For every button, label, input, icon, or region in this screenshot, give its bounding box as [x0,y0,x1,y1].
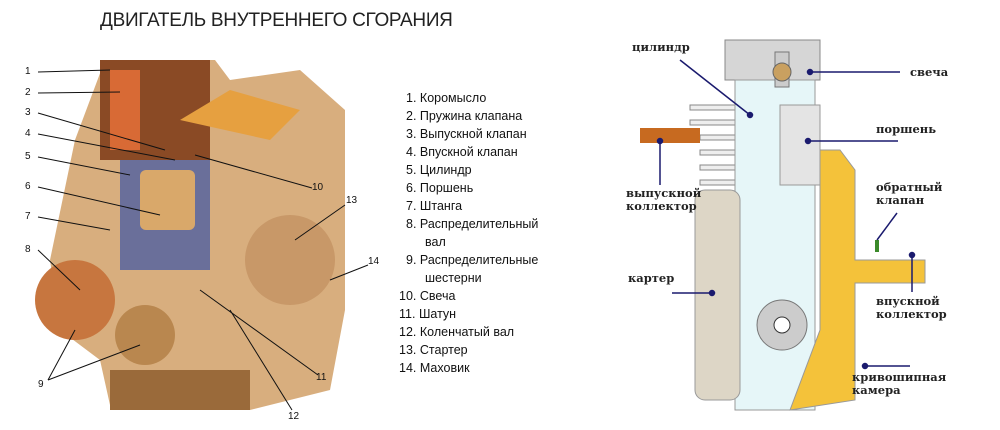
legend-item: 10. Свеча [399,289,456,303]
legend-item: 5. Цилиндр [406,163,472,177]
diagram-title: ДВИГАТЕЛЬ ВНУТРЕННЕГО СГОРАНИЯ [100,10,453,31]
legend-item: 7. Штанга [406,199,463,213]
callout-4: 4 [25,128,31,139]
label-cylinder: цилиндр [632,40,690,54]
legend-item: 12. Коленчатый вал [399,325,515,339]
leader-lines-left [37,69,369,411]
legend-item: 1. Коромысло [406,91,487,105]
legend-item: 2. Пружина клапана [406,109,523,123]
legend-item: 9. Распределительные [406,253,539,267]
legend-item: 13. Стартер [399,343,468,357]
callout-2: 2 [25,87,31,98]
two-stroke-engine-illustration [640,39,926,411]
callout-13: 13 [346,195,358,206]
callout-1: 1 [25,66,31,77]
legend-item: 14. Маховик [399,361,470,375]
legend-item-continuation: шестерни [425,271,482,285]
legend-item: 8. Распределительный [406,217,539,231]
callout-12: 12 [288,411,300,422]
callout-9: 9 [38,379,44,390]
parts-legend: 1. Коромысло 2. Пружина клапана 3. Выпус… [399,89,539,377]
callout-6: 6 [25,181,31,192]
callout-8: 8 [25,244,31,255]
callout-7: 7 [25,211,31,222]
label-crankcase: картер [628,271,675,285]
label-spark-plug: свеча [910,65,949,79]
callout-3: 3 [25,107,31,118]
legend-item: 6. Поршень [406,181,474,195]
legend-item: 4. Впускной клапан [406,145,518,159]
leader-lines-right [656,59,916,370]
callout-5: 5 [25,151,31,162]
label-piston: поршень [876,122,937,136]
legend-item: 11. Шатун [399,307,457,321]
legend-item-continuation: вал [425,235,446,249]
callout-14: 14 [368,256,380,267]
callout-11: 11 [316,372,327,383]
callout-10: 10 [312,182,324,193]
four-stroke-engine-illustration [35,60,345,410]
legend-item: 3. Выпускной клапан [406,127,527,141]
